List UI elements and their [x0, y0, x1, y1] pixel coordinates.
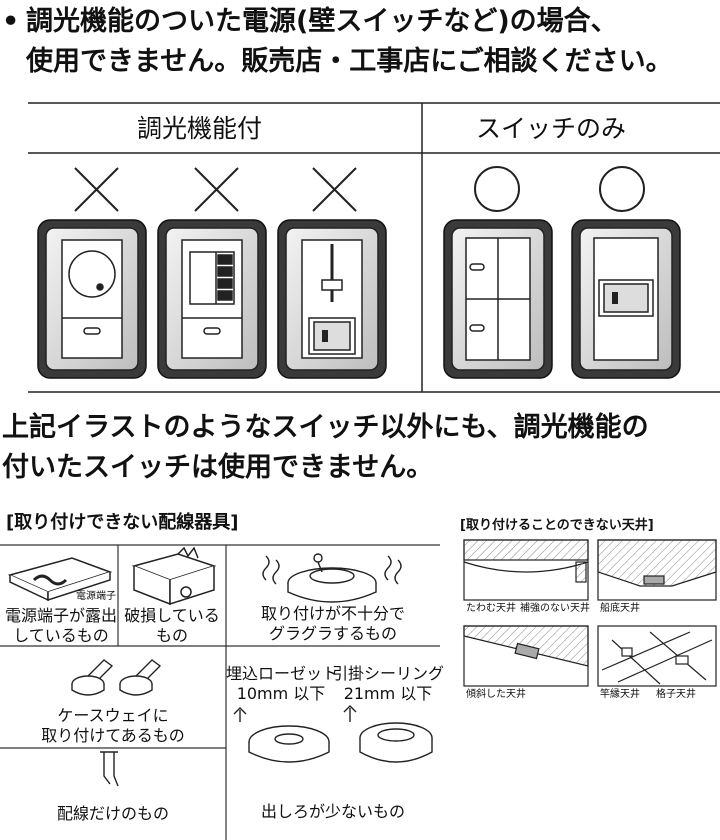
ceiling-section-title: [取り付けることのできない天井]	[460, 518, 654, 533]
intro-line-2: 使用できません。販売店・工事店にご相談ください。	[26, 46, 673, 77]
notice-line-2: 付いたスイッチは使用できません。	[2, 452, 434, 483]
ceiling-label: 引掛シーリング	[332, 664, 445, 683]
switch-plates	[37, 219, 681, 379]
damaged-label-1: 破損している	[124, 606, 220, 625]
single-switch-icon	[571, 219, 681, 379]
rotary-dimmer-switch-icon	[37, 219, 147, 379]
exposed-label-2: しているもの	[13, 626, 109, 645]
ng-mark-3	[312, 167, 357, 212]
lattice-ceiling-icon	[597, 625, 717, 687]
caseway-label-1: ケースウェイに	[57, 706, 169, 725]
step-dimmer-switch-icon	[157, 219, 267, 379]
inclined-ceiling-label: 傾斜した天井	[466, 689, 526, 700]
result-marks	[74, 166, 645, 212]
boat-bottom-ceiling-label: 船底天井	[600, 603, 640, 614]
notice-line-1: 上記イラストのようなスイッチ以外にも、調光機能の	[2, 412, 649, 443]
inclined-ceiling-icon	[463, 625, 589, 687]
sagging-ceiling-label: たわむ天井	[466, 603, 516, 614]
intro-line-1: 調光機能のついた電源(壁スイッチなど)の場合、	[26, 6, 618, 37]
dimmer-header: 調光機能付	[137, 114, 263, 143]
unreinforced-ceiling-label: 補強のない天井	[520, 603, 590, 614]
ok-mark-1	[474, 166, 520, 212]
protrusion-caption: 出しろが少ないもの	[260, 802, 405, 821]
damaged-label-2: もの	[155, 626, 188, 645]
bullet: •	[2, 6, 20, 37]
lattice-ceiling-label: 格子天井	[656, 689, 696, 700]
rosette-label: 埋込ローゼット	[226, 664, 339, 683]
sagging-ceiling-icon	[463, 539, 589, 601]
double-switch-icon	[443, 219, 553, 379]
caseway-label-2: 取り付けてあるもの	[41, 726, 185, 745]
ok-mark-2	[599, 166, 645, 212]
switch-only-header: スイッチのみ	[476, 114, 627, 143]
terminal-tag: 電源端子	[76, 591, 116, 602]
rod-edge-ceiling-label: 竿縁天井	[600, 689, 640, 700]
slide-dimmer-switch-icon	[277, 219, 387, 379]
exposed-label-1: 電源端子が露出	[4, 606, 117, 625]
switch-table-lines	[28, 102, 720, 393]
ng-mark-2	[194, 167, 239, 212]
wiring-section-title: [取り付けできない配線器具]	[6, 512, 239, 533]
loose-label-2: グラグラするもの	[268, 624, 397, 643]
ng-mark-1	[74, 167, 119, 212]
boat-bottom-ceiling-icon	[597, 539, 717, 601]
rosette-value: 10mm 以下	[236, 684, 326, 703]
ceiling-value: 21mm 以下	[343, 684, 433, 703]
loose-label-1: 取り付けが不十分で	[260, 604, 405, 623]
switch-table: 調光機能付 スイッチのみ	[0, 0, 720, 400]
wires-only-label: 配線だけのもの	[56, 804, 169, 823]
